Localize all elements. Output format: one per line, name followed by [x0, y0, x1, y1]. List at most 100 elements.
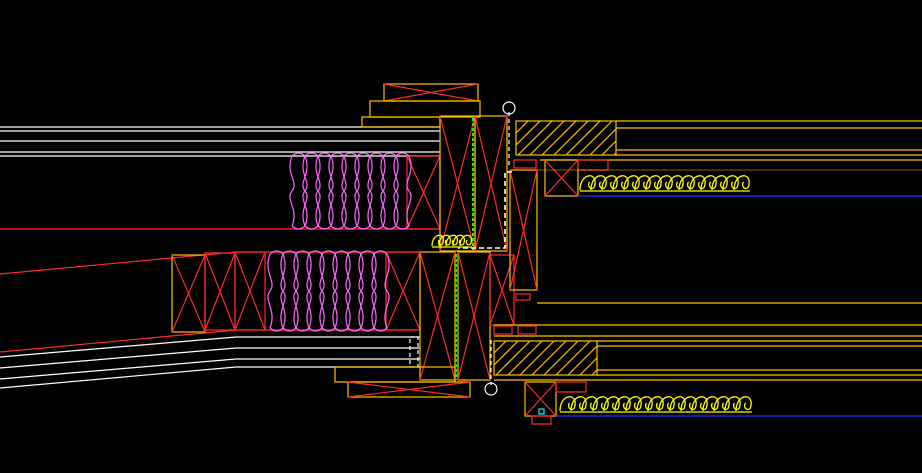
batt-cap: [343, 152, 358, 230]
slope-line: [0, 366, 237, 389]
hatch-line: [515, 120, 529, 134]
loose-loop: [592, 396, 609, 412]
hatch-line: [613, 152, 617, 156]
batt-cap: [334, 250, 349, 332]
batt-cap: [291, 152, 306, 230]
loose-loop: [658, 396, 675, 412]
central-column: [334, 83, 538, 398]
loose-loop: [623, 175, 640, 191]
right-lower-floor: [493, 159, 922, 425]
clip: [493, 325, 513, 335]
marker: [538, 408, 545, 415]
slope-line: [0, 329, 237, 353]
clip: [517, 325, 537, 335]
loose-loop: [724, 396, 741, 412]
loose-loop: [581, 396, 598, 412]
loose-loop: [570, 396, 587, 412]
loose-loop: [691, 396, 708, 412]
loose-loop: [713, 396, 730, 412]
hatch-line: [579, 357, 598, 376]
hatch-line: [507, 340, 543, 376]
batt-cap: [373, 250, 388, 332]
loose-loop: [700, 175, 717, 191]
loose-loop: [559, 396, 576, 412]
insulation-batts-upper: [289, 152, 412, 230]
batt-cap: [347, 250, 362, 332]
block-cross: [204, 252, 236, 331]
loose-loop: [625, 396, 642, 412]
loose-loop: [702, 396, 719, 412]
loose-loop: [735, 396, 752, 412]
hatch-line: [601, 140, 617, 156]
loose-loop: [680, 396, 697, 412]
post-cross: [439, 115, 476, 252]
hatch-line: [555, 340, 591, 376]
loose-loop: [678, 175, 695, 191]
loose-loop: [614, 396, 631, 412]
block: [234, 251, 266, 331]
right-post: [509, 169, 538, 291]
hatch-line: [529, 120, 565, 156]
clip: [515, 293, 531, 301]
loose-loop: [667, 175, 684, 191]
batt-cap: [382, 152, 397, 230]
slope-line: [0, 251, 237, 275]
flashing: [458, 171, 512, 249]
hatch-line: [495, 340, 531, 376]
beam-hatch: [515, 120, 617, 156]
hatch-line: [543, 340, 579, 376]
loose-loop: [711, 175, 728, 191]
loose-loop: [669, 396, 686, 412]
batt-cap: [395, 152, 410, 230]
insulation-batts-lower: [267, 250, 390, 332]
slope-line: [0, 358, 237, 380]
loose-loop: [438, 234, 452, 247]
post: [474, 115, 508, 252]
block-cross: [171, 254, 206, 333]
loose-loop: [431, 234, 445, 247]
loose-loop: [579, 175, 596, 191]
hatch-line: [519, 340, 555, 376]
joist-cross: [524, 381, 557, 417]
loose-loop: [590, 175, 607, 191]
insulation-loose-upper: [579, 175, 750, 192]
loose-loop: [722, 175, 739, 191]
hatch-line: [541, 120, 577, 156]
loose-loop: [603, 396, 620, 412]
batt-cap: [321, 250, 336, 332]
post-cross: [457, 251, 491, 381]
loose-loop: [612, 175, 629, 191]
loose-loop: [459, 234, 473, 247]
batt-cap: [295, 250, 310, 332]
hatch-line: [531, 340, 567, 376]
hatch-line: [565, 120, 601, 156]
batt-cap: [356, 152, 371, 230]
loose-loop: [636, 396, 653, 412]
hatch-line: [591, 369, 598, 376]
batt-cap: [369, 152, 384, 230]
sloped-roof-assembly: [0, 251, 420, 389]
batt-cap: [304, 152, 319, 230]
post-cross: [419, 251, 456, 381]
batt-wave: [393, 155, 412, 227]
hatch-line: [553, 120, 589, 156]
hatch-line: [589, 128, 617, 156]
slope-line: [0, 336, 237, 358]
block-cross: [385, 251, 421, 331]
post-cross: [474, 115, 508, 252]
joist: [544, 159, 579, 197]
loose-loop: [645, 175, 662, 191]
insulation-loose-center: [431, 234, 473, 248]
block-cross: [406, 155, 441, 230]
loose-loop: [733, 175, 750, 191]
hatch-line: [567, 345, 598, 376]
loose-loop: [689, 175, 706, 191]
lower-blocking: [171, 155, 441, 333]
loose-loop: [634, 175, 651, 191]
hatch-line: [493, 340, 519, 366]
loose-loop: [445, 234, 459, 247]
batt-cap: [317, 152, 332, 230]
bottom-cap-cross: [347, 381, 471, 398]
hatch-line: [577, 120, 613, 156]
